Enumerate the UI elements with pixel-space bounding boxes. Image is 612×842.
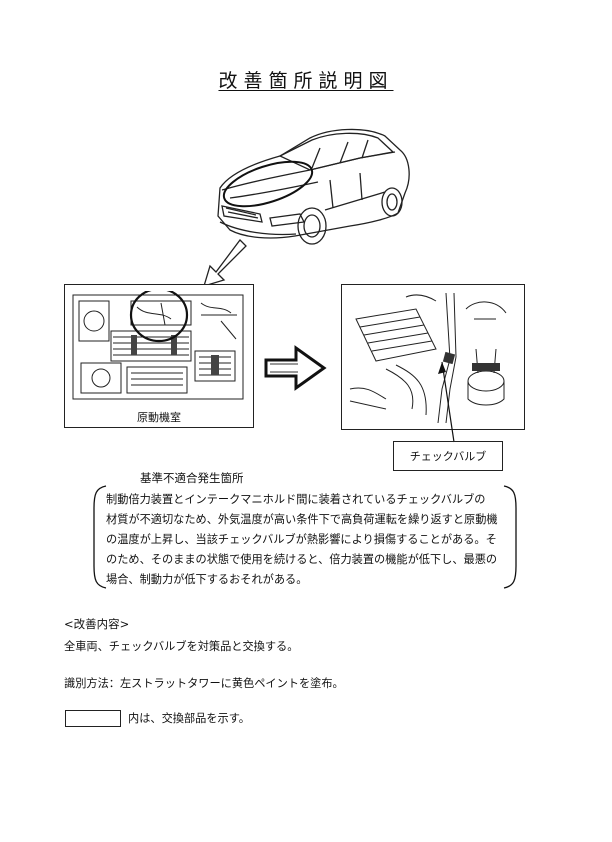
improvement-heading: <改善内容> xyxy=(64,617,130,631)
right-arrow-icon xyxy=(264,345,327,391)
defect-section-heading: 基準不適合発生箇所 xyxy=(140,471,244,485)
check-valve-label: チェックバルブ xyxy=(393,441,503,471)
page-title: 改善箇所説明図 xyxy=(218,70,394,92)
defect-line: 制動倍力装置とインテークマニホルド間に装着されているチェックバルブの xyxy=(106,493,486,506)
defect-line: の温度が上昇し、当該チェックバルブが熱影響により損傷することがある。そ xyxy=(106,533,497,546)
engine-room-drawing xyxy=(72,291,244,400)
check-valve-drawing xyxy=(349,292,507,424)
defect-line: 場合、制動力が低下するおそれがある。 xyxy=(106,573,308,586)
legend-text: 内は、交換部品を示す。 xyxy=(128,712,250,725)
engine-room-caption: 原動機室 xyxy=(137,411,181,424)
engine-room-panel xyxy=(64,284,254,428)
defect-description: 制動倍力装置とインテークマニホルド間に装着されているチェックバルブの 材質が不適… xyxy=(106,490,506,590)
identification-method: 識別方法：左ストラットタワーに黄色ペイントを塗布。 xyxy=(64,677,344,690)
car-illustration xyxy=(217,128,410,245)
defect-line: 材質が不適切なため、外気温度が高い条件下で高負荷運転を繰り返すと原動機 xyxy=(106,513,498,526)
leader-line xyxy=(438,361,455,443)
bracket-left xyxy=(93,485,107,589)
check-valve-closeup-panel xyxy=(341,284,525,430)
bracket-right xyxy=(503,485,517,589)
defect-line: のため、そのままの状態で使用を続けると、倍力装置の機能が低下し、最悪の xyxy=(106,553,498,566)
pointer-arrow-icon xyxy=(203,239,247,287)
replacement-part-legend-box xyxy=(65,710,121,727)
improvement-text: 全車両、チェックバルブを対策品と交換する。 xyxy=(64,640,299,653)
